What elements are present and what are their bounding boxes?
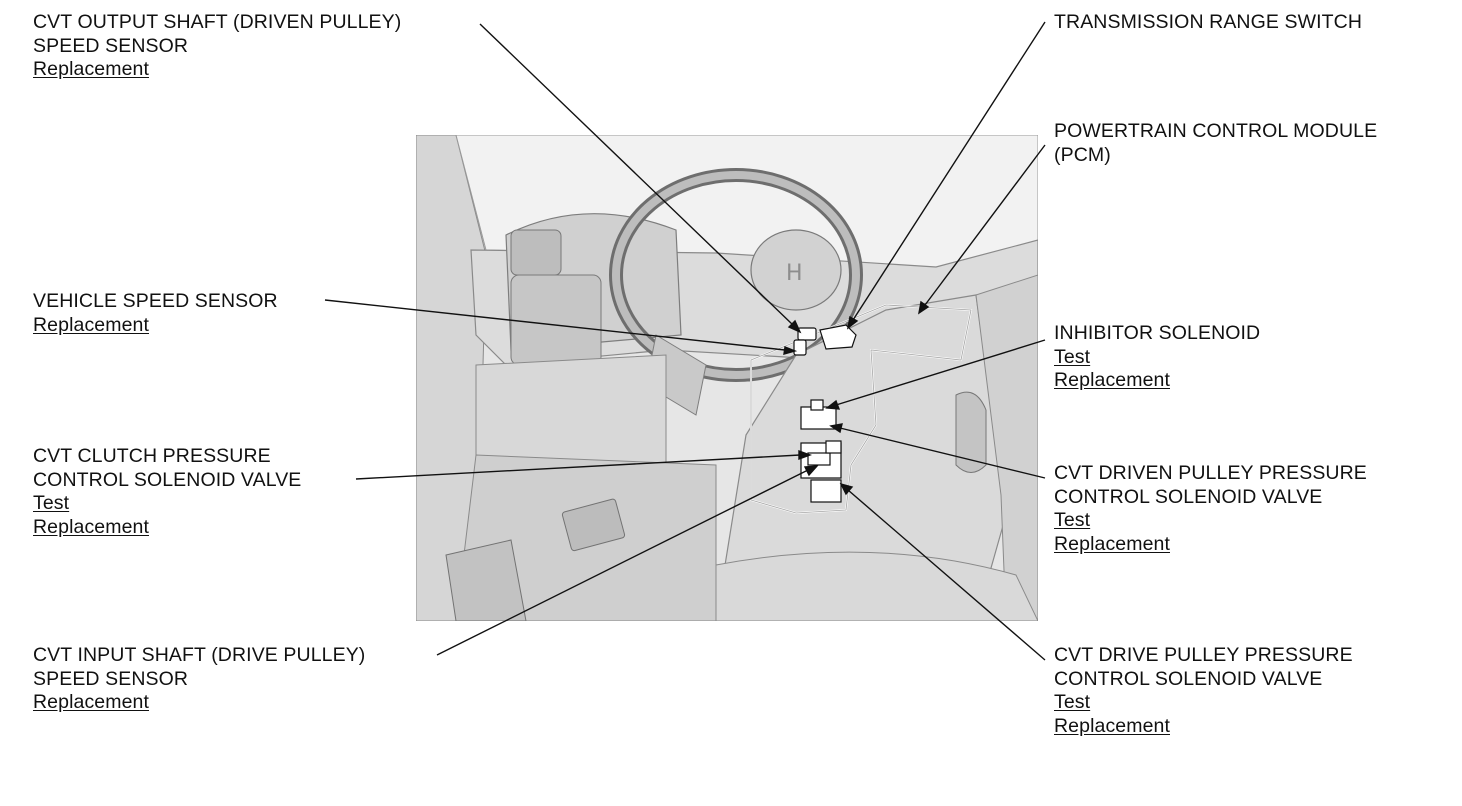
replacement-link[interactable]: Replacement [1054,532,1170,555]
callout-title-line: VEHICLE SPEED SENSOR [33,290,278,312]
callout-title-line: CVT DRIVEN PULLEY PRESSURE [1054,462,1367,484]
callout-inhibitor-solenoid: INHIBITOR SOLENOID Test Replacement [1054,322,1260,393]
callout-cvt-driven-pulley-pressure: CVT DRIVEN PULLEY PRESSURE CONTROL SOLEN… [1054,462,1367,556]
replacement-link[interactable]: Replacement [1054,369,1170,391]
callout-cvt-input-shaft: CVT INPUT SHAFT (DRIVE PULLEY) SPEED SEN… [33,644,365,715]
callout-vehicle-speed-sensor: VEHICLE SPEED SENSOR Replacement [33,290,278,337]
callout-cvt-drive-pulley-pressure: CVT DRIVE PULLEY PRESSURE CONTROL SOLENO… [1054,644,1353,738]
callout-title-line: SPEED SENSOR [33,667,189,690]
replacement-link[interactable]: Replacement [1054,714,1170,737]
callout-title-line: INHIBITOR SOLENOID [1054,322,1261,344]
callout-title-line: CVT INPUT SHAFT (DRIVE PULLEY) [33,644,366,666]
callout-title-line: POWERTRAIN CONTROL MODULE [1054,120,1378,142]
test-link[interactable]: Test [33,492,70,514]
replacement-link[interactable]: Replacement [33,313,149,336]
callout-pcm: POWERTRAIN CONTROL MODULE (PCM) [1054,120,1377,167]
callout-title-line: CVT CLUTCH PRESSURE [33,445,271,467]
callout-cvt-clutch-pressure: CVT CLUTCH PRESSURE CONTROL SOLENOID VAL… [33,445,301,539]
callout-title-line: CONTROL SOLENOID VALVE [1054,485,1323,508]
callout-title-line: SPEED SENSOR [33,34,189,57]
replacement-link[interactable]: Replacement [33,691,149,713]
test-link[interactable]: Test [1054,345,1091,368]
vehicle-interior-illustration: H [416,135,1038,621]
callout-title-line: CVT DRIVE PULLEY PRESSURE [1054,644,1353,666]
callout-title-line: CVT OUTPUT SHAFT (DRIVEN PULLEY) [33,11,402,33]
callout-transmission-range-switch: TRANSMISSION RANGE SWITCH [1054,11,1362,35]
test-link[interactable]: Test [1054,691,1091,713]
callout-title-line: (PCM) [1054,143,1111,166]
callout-title-line: CONTROL SOLENOID VALVE [33,468,302,491]
svg-text:H: H [786,261,803,286]
callout-title-line: CONTROL SOLENOID VALVE [1054,667,1323,690]
callout-title-line: TRANSMISSION RANGE SWITCH [1054,11,1363,33]
callout-cvt-output-shaft: CVT OUTPUT SHAFT (DRIVEN PULLEY) SPEED S… [33,11,401,82]
replacement-link[interactable]: Replacement [33,515,149,538]
test-link[interactable]: Test [1054,509,1091,531]
replacement-link[interactable]: Replacement [33,58,149,80]
